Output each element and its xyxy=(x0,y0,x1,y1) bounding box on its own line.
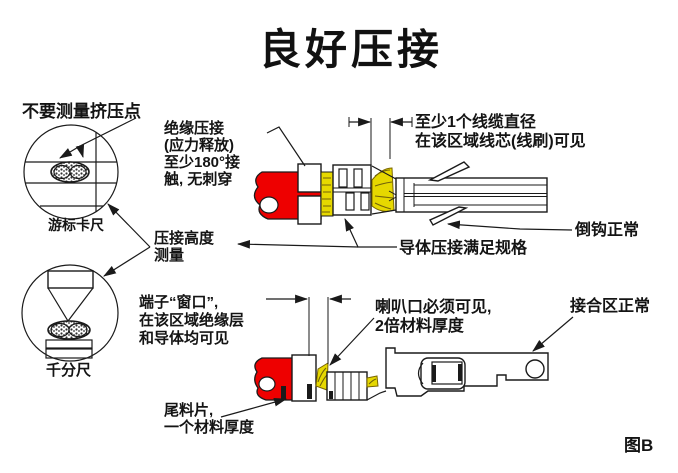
label-crimp-height-measure: 压接高度 测量 xyxy=(154,230,215,265)
label-line: 导体压接满足规格 xyxy=(399,240,528,257)
label-line: (应力释放) xyxy=(164,136,234,154)
label-barb-normal: 倒钩正常 xyxy=(575,222,639,240)
lower-leaders-and-dimensions xyxy=(220,294,574,418)
contact-clip-curve xyxy=(417,362,424,385)
label-line: 触, 无刺穿 xyxy=(164,170,233,188)
label-line: 2倍材料厚度 xyxy=(375,317,464,335)
label-vernier-caliper: 游标卡尺 xyxy=(48,217,104,234)
label-line: 压接高度 xyxy=(154,230,215,247)
crimp-height-pointer-arrows xyxy=(103,203,151,277)
micrometer-detail-circle xyxy=(21,264,119,362)
body-fold-lines xyxy=(403,178,415,212)
label-line: 尾料片, xyxy=(164,402,214,419)
label-line: 不要测量挤压点 xyxy=(22,102,141,121)
crimp-edge-mark xyxy=(307,384,312,399)
label-insulation-crimp: 绝缘压接 (应力释放) 至少180°接 触, 无刺穿 xyxy=(164,120,241,189)
arrow-to-caliper xyxy=(107,203,151,248)
insulation-crimp-wing xyxy=(297,163,322,193)
label-line: 绝缘压接 xyxy=(164,120,225,137)
dimension-extension-lines xyxy=(370,118,391,167)
label-line: 接合区正常 xyxy=(570,298,651,315)
label-terminal-window: 端子“窗口”, 在该区域绝缘层 和导体均可见 xyxy=(139,294,244,348)
strand-texture xyxy=(368,378,377,385)
contact-bar xyxy=(458,364,462,381)
tail-piece-tab xyxy=(281,386,286,399)
barb-top xyxy=(427,161,471,182)
lower-terminal-assembly xyxy=(254,347,549,402)
label-line: 在该区域绝缘层 xyxy=(139,312,245,329)
caliper-detail-circle xyxy=(23,117,137,220)
crimp-edge-mark xyxy=(329,391,333,399)
strand-texture xyxy=(322,177,331,213)
wire-bundle-lobe xyxy=(68,322,88,338)
crimp-serration xyxy=(353,168,363,188)
tail-piece-leader-arrow xyxy=(220,398,288,418)
label-line: 游标卡尺 xyxy=(48,217,104,233)
figure-id-label: 图B xyxy=(624,436,654,455)
inspection-hole xyxy=(525,359,545,379)
insulation-crimp-wing xyxy=(297,195,322,225)
wire-strands-visible xyxy=(320,171,334,217)
label-line: 千分尺 xyxy=(46,362,92,379)
blade-bottom-step xyxy=(366,390,387,401)
crimp-serration xyxy=(360,192,370,211)
contact-bar xyxy=(432,365,436,382)
label-tail-piece: 尾料片, 一个材料厚度 xyxy=(164,402,255,437)
micrometer-point-tip xyxy=(47,287,94,323)
barb-leader-arrow xyxy=(446,220,573,231)
insulation-crimp-leader xyxy=(266,126,306,167)
wire-brush-strands xyxy=(371,167,395,212)
wire-end-notch xyxy=(258,376,276,392)
crimp-rib-lines xyxy=(334,372,360,400)
crimp-serration xyxy=(338,168,348,188)
micrometer-spindle xyxy=(47,270,94,289)
terminal-body xyxy=(395,177,548,213)
bell-mouth-leader-arrow xyxy=(329,317,375,366)
micrometer-circle xyxy=(21,264,119,362)
caliper-circle xyxy=(23,124,119,220)
label-line: 一个材料厚度 xyxy=(164,418,255,436)
crimp-height-long-arrow xyxy=(236,239,359,249)
label-line: 至少180°接 xyxy=(164,153,241,171)
micrometer-anvil xyxy=(45,348,93,359)
label-cable-diameter-visible: 至少1个线缆直径 在该区域线芯(线刷)可见 xyxy=(415,113,586,151)
contact-blade xyxy=(385,347,549,397)
insulation-crimp-barrel xyxy=(291,354,317,402)
label-line: 端子“窗口”, xyxy=(139,294,219,311)
label-no-measure-extrusion-point: 不要测量挤压点 xyxy=(22,102,141,121)
upper-terminal-assembly xyxy=(253,161,548,226)
label-line: 倒钩正常 xyxy=(575,222,640,239)
label-conductor-crimp-spec: 导体压接满足规格 xyxy=(399,240,527,258)
micrometer-anvil xyxy=(45,339,93,349)
conductor-spec-leader-arrow xyxy=(344,218,397,248)
crimp-seam-lines xyxy=(333,187,371,193)
label-line: 喇叭口必须可见, xyxy=(375,299,492,316)
upper-leaders-and-dimensions xyxy=(236,117,573,249)
extrusion-point-arrow xyxy=(59,145,81,159)
dimension-extension-lines xyxy=(308,297,329,364)
body-center-lines xyxy=(404,184,547,206)
label-line: 测量 xyxy=(154,246,185,264)
figure-title: 良好压接 xyxy=(258,25,443,74)
extrusion-point-arrow xyxy=(75,144,85,159)
label-joint-area-normal: 接合区正常 xyxy=(570,298,650,316)
arrow-to-micrometer xyxy=(103,246,151,277)
barb-bottom xyxy=(428,206,469,226)
crimp-serration xyxy=(345,192,355,211)
joint-area-leader-arrow xyxy=(532,316,574,352)
label-line: 至少1个线缆直径 xyxy=(415,114,536,131)
no-measure-leader-line xyxy=(79,117,137,147)
label-bell-mouth: 喇叭口必须可见, 2倍材料厚度 xyxy=(375,299,491,337)
wire-end-notch xyxy=(259,196,279,214)
label-micrometer: 千分尺 xyxy=(46,362,92,380)
conductor-crimp-barrel xyxy=(326,371,368,401)
funnel-transition-lines xyxy=(371,165,397,215)
wire-bundle-lobe xyxy=(69,164,87,180)
label-line: 和导体均可见 xyxy=(139,330,230,347)
label-line: 在该区域线芯(线刷)可见 xyxy=(415,133,586,151)
